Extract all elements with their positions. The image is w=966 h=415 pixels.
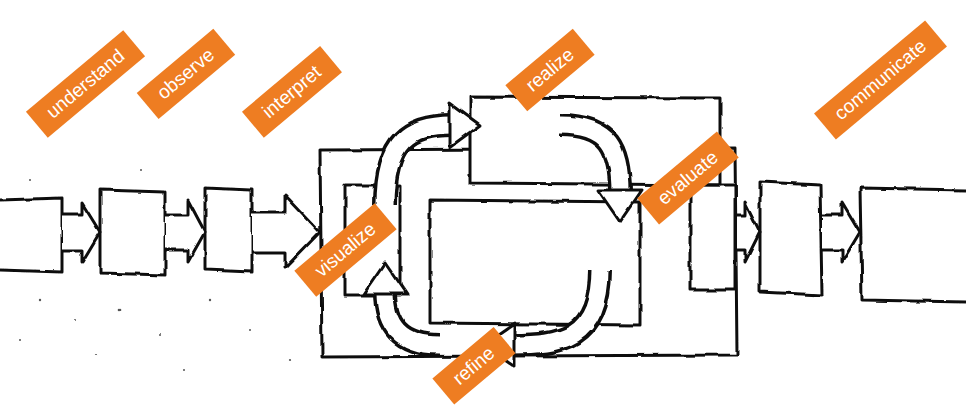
stage-tag: understand bbox=[25, 30, 144, 138]
cycle-arrow-head bbox=[363, 262, 407, 294]
speckle-dot bbox=[139, 169, 141, 171]
cycle-arrow-band bbox=[512, 270, 600, 345]
tag-text: communicate bbox=[830, 35, 931, 124]
sketch-box bbox=[0, 198, 62, 272]
speckle-dot bbox=[39, 299, 41, 301]
block-arrow bbox=[165, 200, 205, 262]
speckle-dot bbox=[184, 369, 186, 371]
cycle-arrow-band bbox=[560, 125, 620, 192]
tag-text: observe bbox=[153, 44, 219, 104]
cycle-arrow-head bbox=[450, 103, 480, 147]
speckle-dot bbox=[94, 354, 96, 356]
cycle-arrow-band bbox=[385, 125, 452, 205]
cycle-arrow-head bbox=[598, 190, 642, 222]
speckle-dot bbox=[289, 359, 291, 361]
block-arrow bbox=[737, 202, 760, 262]
cycle-arrow-band bbox=[385, 125, 452, 205]
stage-tag: refine bbox=[432, 327, 515, 404]
cycle-arrow-band bbox=[512, 270, 600, 345]
tag-text: understand bbox=[42, 45, 129, 123]
speckle-dot bbox=[209, 299, 211, 301]
sketch-box bbox=[100, 190, 165, 275]
speckle-dot bbox=[249, 329, 251, 331]
tag-text: realize bbox=[521, 44, 578, 97]
block-arrow bbox=[62, 203, 100, 262]
speckle-dot bbox=[19, 339, 21, 341]
sketch-group bbox=[0, 97, 966, 371]
tag-text: refine bbox=[448, 342, 499, 389]
speckle-dot bbox=[74, 319, 76, 321]
cycle-arrow-band bbox=[560, 125, 620, 192]
sketch-box bbox=[760, 182, 822, 295]
stage-tag: observe bbox=[137, 29, 235, 119]
stage-tag: communicate bbox=[814, 20, 947, 139]
speckle-dot bbox=[29, 179, 31, 181]
stage-tag: interpret bbox=[242, 46, 342, 137]
cycle-arrow-band bbox=[385, 292, 440, 345]
block-arrow bbox=[822, 202, 860, 262]
cycle-arrow-band bbox=[385, 292, 440, 345]
speckle-dot bbox=[159, 334, 161, 336]
sketch-box bbox=[690, 185, 735, 290]
speckle-dot bbox=[119, 309, 122, 312]
sketch-box bbox=[205, 188, 252, 272]
tag-text: interpret bbox=[258, 61, 326, 123]
sketch-box bbox=[430, 200, 640, 325]
sketch-box bbox=[860, 188, 966, 302]
